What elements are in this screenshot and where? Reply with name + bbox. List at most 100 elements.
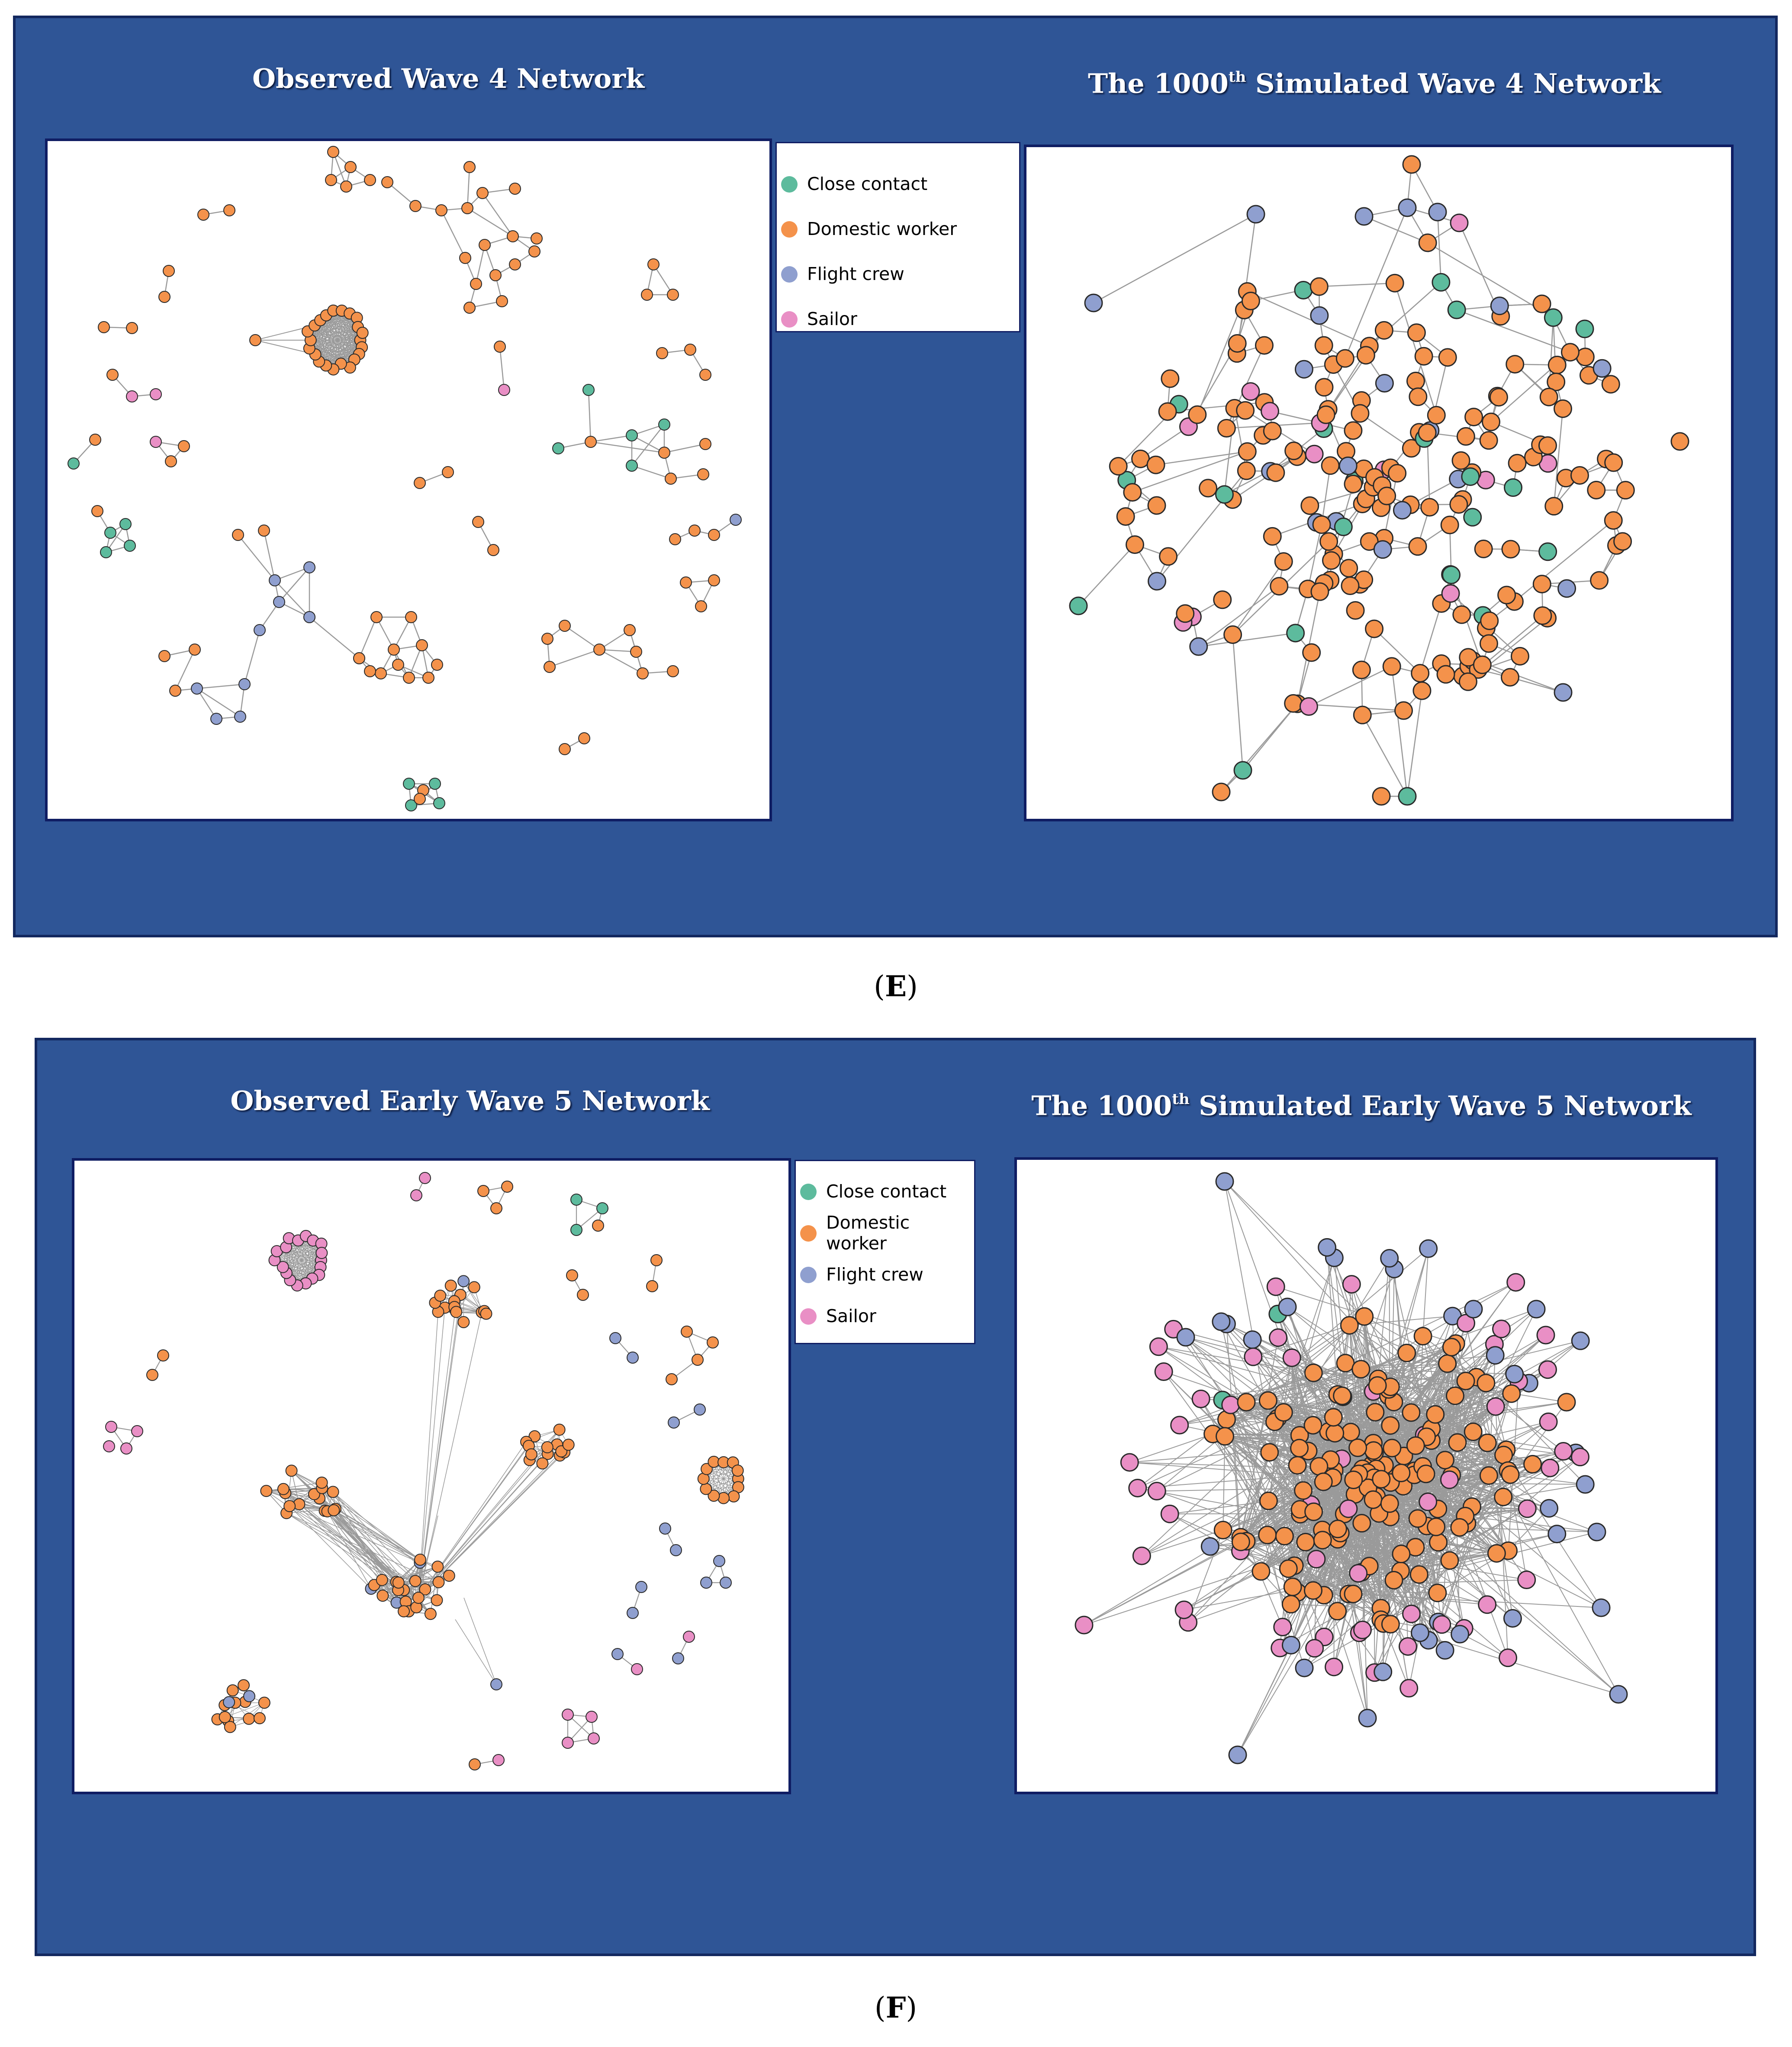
network-node bbox=[669, 533, 681, 545]
network-edge bbox=[1198, 632, 1296, 647]
network-node bbox=[1237, 461, 1256, 480]
network-edge bbox=[1333, 1503, 1390, 1667]
network-node bbox=[577, 1289, 589, 1301]
network-node bbox=[1281, 1595, 1300, 1614]
network-node bbox=[1159, 547, 1178, 566]
network-node bbox=[692, 1354, 704, 1366]
network-node bbox=[1304, 1502, 1323, 1521]
network-edge bbox=[631, 424, 665, 466]
network-node bbox=[566, 1269, 578, 1281]
network-node bbox=[731, 1464, 744, 1477]
network-node bbox=[1305, 1639, 1324, 1658]
network-edge bbox=[1185, 1337, 1533, 1465]
network-node bbox=[720, 1577, 732, 1589]
network-edge bbox=[1269, 1258, 1390, 1453]
network-edge bbox=[1226, 1309, 1537, 1420]
network-node bbox=[405, 611, 417, 623]
network-edge bbox=[1459, 1381, 1467, 1528]
network-node bbox=[1419, 1492, 1438, 1511]
network-node bbox=[1147, 496, 1166, 515]
network-node bbox=[1463, 508, 1482, 527]
network-node bbox=[1609, 1685, 1628, 1704]
network-node bbox=[536, 1457, 549, 1470]
network-node bbox=[1570, 466, 1589, 485]
network-node bbox=[641, 289, 653, 301]
network-edge bbox=[1185, 1337, 1349, 1594]
panel-label-e: (E) bbox=[874, 969, 918, 1003]
network-node bbox=[1413, 1326, 1432, 1345]
network-node bbox=[1128, 1478, 1147, 1497]
network-node bbox=[1427, 406, 1446, 425]
network-node bbox=[630, 646, 642, 658]
network-node bbox=[1440, 1551, 1459, 1570]
network-edge bbox=[315, 332, 363, 355]
network-edge bbox=[1345, 207, 1408, 359]
network-node bbox=[1478, 1595, 1497, 1614]
network-edge bbox=[418, 1452, 565, 1598]
network-edge bbox=[327, 1511, 397, 1603]
network-node bbox=[1506, 1273, 1525, 1292]
network-edge bbox=[327, 1511, 404, 1590]
network-node bbox=[1412, 681, 1432, 700]
network-edge bbox=[549, 649, 600, 668]
network-node bbox=[1294, 1481, 1313, 1500]
network-edge bbox=[1129, 1433, 1213, 1463]
network-edge bbox=[564, 625, 600, 650]
network-node bbox=[405, 799, 417, 811]
network-node bbox=[1346, 601, 1365, 620]
network-node bbox=[269, 574, 281, 586]
network-node bbox=[224, 1721, 236, 1733]
network-node bbox=[1263, 527, 1282, 546]
network-node bbox=[1353, 705, 1372, 724]
network-node bbox=[1084, 293, 1103, 312]
network-edge bbox=[309, 317, 357, 349]
network-node bbox=[1494, 1445, 1513, 1464]
network-edge bbox=[1078, 544, 1136, 606]
network-edge bbox=[1394, 283, 1437, 415]
network-node bbox=[327, 146, 339, 158]
network-node bbox=[1341, 1423, 1360, 1442]
network-node bbox=[1429, 1533, 1448, 1552]
network-node bbox=[658, 447, 670, 459]
network-node bbox=[509, 258, 521, 270]
network-node bbox=[1604, 453, 1623, 472]
network-node bbox=[1147, 1482, 1166, 1501]
network-node bbox=[1299, 697, 1318, 716]
network-node bbox=[1258, 1391, 1277, 1410]
network-node bbox=[1284, 694, 1303, 713]
simulated-wave4-title: The 1000th Simulated Wave 4 Network bbox=[1088, 68, 1661, 100]
legend-item-domestic-worker: Domestic worker bbox=[781, 216, 957, 242]
network-edge bbox=[418, 1429, 560, 1598]
network-node bbox=[1402, 1403, 1421, 1422]
network-node bbox=[1263, 422, 1282, 441]
network-node bbox=[1406, 371, 1425, 390]
network-node bbox=[727, 1490, 740, 1503]
network-node bbox=[1464, 1422, 1483, 1441]
network-node bbox=[1477, 1374, 1496, 1393]
network-node bbox=[541, 633, 553, 645]
network-edge bbox=[1465, 1516, 1597, 1532]
network-node bbox=[1518, 1499, 1537, 1518]
network-edge bbox=[475, 245, 486, 284]
network-edge bbox=[322, 1487, 421, 1560]
network-node bbox=[91, 505, 103, 517]
network-node bbox=[1382, 657, 1401, 676]
simulated-wave4-graph bbox=[1069, 155, 1689, 806]
network-node bbox=[327, 1486, 339, 1498]
network-node bbox=[1372, 1470, 1391, 1489]
network-node bbox=[626, 429, 638, 441]
network-edge bbox=[1374, 628, 1421, 674]
network-node bbox=[126, 322, 138, 334]
network-edge bbox=[1158, 1346, 1338, 1395]
network-node bbox=[223, 1696, 235, 1709]
network-node bbox=[344, 161, 357, 173]
network-node bbox=[1275, 1527, 1294, 1546]
network-node bbox=[424, 1608, 437, 1620]
observed-wave5-graph bbox=[103, 1172, 744, 1770]
network-node bbox=[1492, 1320, 1511, 1339]
network-node bbox=[1458, 672, 1477, 691]
network-node bbox=[490, 1678, 502, 1690]
network-edge bbox=[1361, 1523, 1368, 1719]
network-node bbox=[1473, 655, 1492, 674]
network-node bbox=[1200, 1537, 1219, 1556]
